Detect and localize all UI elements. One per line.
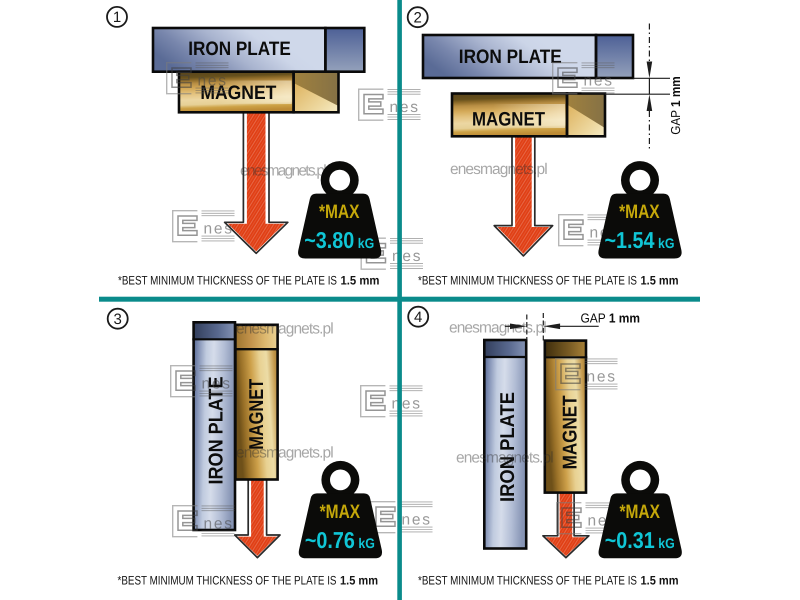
svg-text:3: 3: [114, 311, 122, 328]
svg-text:*MAX: *MAX: [619, 201, 660, 223]
svg-text:enesmagnets.pl: enesmagnets.pl: [240, 163, 327, 180]
svg-text:1.5 mm: 1.5 mm: [340, 573, 378, 587]
svg-text:IRON PLATE: IRON PLATE: [497, 392, 519, 502]
svg-text:*BEST MINIMUM THICKNESS OF THE: *BEST MINIMUM THICKNESS OF THE PLATE IS: [418, 573, 637, 587]
svg-text:~3.80: ~3.80: [304, 227, 354, 253]
svg-text:IRON PLATE: IRON PLATE: [459, 46, 562, 68]
svg-text:MAGNET: MAGNET: [472, 108, 545, 130]
svg-text:MAGNET: MAGNET: [246, 379, 268, 450]
svg-text:MAGNET: MAGNET: [559, 395, 581, 469]
svg-text:enesmagnets.pl: enesmagnets.pl: [449, 320, 547, 337]
svg-text:enesmagnets.pl: enesmagnets.pl: [456, 450, 554, 467]
svg-text:~0.31: ~0.31: [605, 527, 655, 553]
svg-text:~0.76: ~0.76: [305, 527, 355, 553]
svg-text:*MAX: *MAX: [319, 201, 360, 223]
svg-text:2: 2: [414, 10, 422, 27]
svg-text:*BEST MINIMUM THICKNESS OF THE: *BEST MINIMUM THICKNESS OF THE PLATE IS: [118, 274, 337, 288]
svg-text:kG: kG: [658, 535, 675, 551]
svg-text:kG: kG: [358, 235, 375, 251]
svg-text:IRON PLATE: IRON PLATE: [188, 38, 291, 60]
svg-text:enesmagnets.pl: enesmagnets.pl: [450, 161, 548, 178]
svg-text:IRON PLATE: IRON PLATE: [206, 377, 228, 485]
svg-text:GAP 1 mm: GAP 1 mm: [668, 76, 683, 135]
svg-text:4: 4: [414, 309, 422, 326]
svg-text:*MAX: *MAX: [320, 501, 361, 523]
svg-text:1.5 mm: 1.5 mm: [641, 573, 679, 587]
svg-text:*MAX: *MAX: [619, 501, 660, 523]
svg-text:1.5 mm: 1.5 mm: [341, 274, 380, 288]
svg-text:1: 1: [113, 9, 121, 26]
svg-text:kG: kG: [358, 535, 375, 551]
svg-text:GAP 1 mm: GAP 1 mm: [581, 310, 641, 325]
svg-text:*BEST MINIMUM THICKNESS OF THE: *BEST MINIMUM THICKNESS OF THE PLATE IS: [418, 274, 637, 288]
svg-text:enesmagnets.pl: enesmagnets.pl: [236, 321, 334, 338]
svg-text:enesmagnets.pl: enesmagnets.pl: [236, 445, 334, 462]
svg-text:kG: kG: [658, 235, 675, 251]
svg-text:*BEST MINIMUM THICKNESS OF THE: *BEST MINIMUM THICKNESS OF THE PLATE IS: [118, 573, 337, 587]
svg-text:~1.54: ~1.54: [605, 227, 655, 253]
svg-text:1.5 mm: 1.5 mm: [641, 274, 679, 288]
